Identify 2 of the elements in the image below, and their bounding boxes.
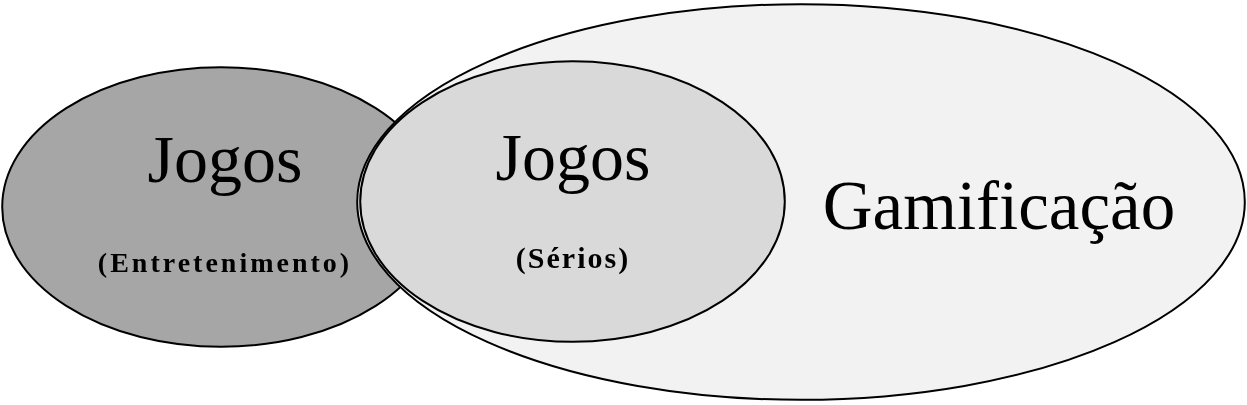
ellipse-subtitle: (Entretenimento) bbox=[97, 249, 353, 277]
ellipse-subtitle: (Sérios) bbox=[515, 243, 631, 273]
